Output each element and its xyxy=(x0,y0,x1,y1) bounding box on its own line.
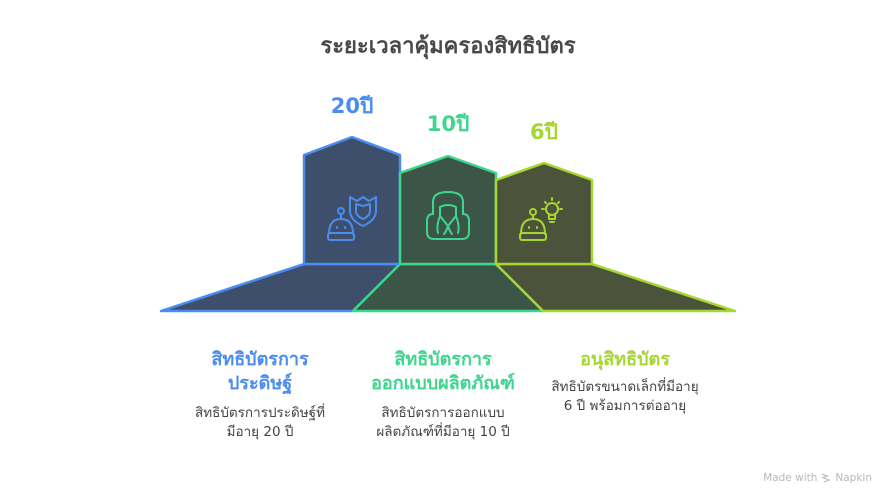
diagram-title: ระยะเวลาคุ้มครองสิทธิบัตร xyxy=(320,34,576,59)
pillar-invention xyxy=(302,135,402,266)
caption-invention: สิทธิบัตรการ ประดิษฐ์ สิทธิบัตรการประดิษ… xyxy=(180,348,340,442)
robot-shield-icon xyxy=(327,196,377,241)
caption-description: สิทธิบัตรการประดิษฐ์ที่ มีอายุ 20 ปี xyxy=(180,404,340,442)
robot-lightbulb-icon xyxy=(519,197,563,241)
caption-design: สิทธิบัตรการ ออกแบบผลิตภัณฑ์ สิทธิบัตรกา… xyxy=(350,348,536,442)
car-seat-icon xyxy=(426,191,470,240)
description-line: สิทธิบัตรขนาดเล็กที่มีอายุ xyxy=(551,379,699,395)
caption-description: สิทธิบัตรขนาดเล็กที่มีอายุ 6 ปี พร้อมการ… xyxy=(530,378,720,416)
caption-heading: สิทธิบัตรการ ประดิษฐ์ xyxy=(180,348,340,396)
heading-line: ประดิษฐ์ xyxy=(227,373,293,394)
years-label-design: 10ปี xyxy=(426,112,470,136)
made-with-text: Made with xyxy=(763,472,818,484)
pillar-petty xyxy=(494,161,594,266)
caption-heading: อนุสิทธิบัตร xyxy=(530,348,720,372)
description-line: สิทธิบัตรการประดิษฐ์ที่ xyxy=(194,405,326,421)
heading-line: สิทธิบัตรการ xyxy=(211,349,309,370)
years-label-petty: 6ปี xyxy=(530,120,558,144)
heading-line: ออกแบบผลิตภัณฑ์ xyxy=(371,373,515,394)
heading-line: อนุสิทธิบัตร xyxy=(580,349,670,370)
caption-heading: สิทธิบัตรการ ออกแบบผลิตภัณฑ์ xyxy=(350,348,536,396)
caption-petty: อนุสิทธิบัตร สิทธิบัตรขนาดเล็กที่มีอายุ … xyxy=(530,348,720,416)
pillar-design xyxy=(398,154,498,266)
napkin-brand-text: Napkin xyxy=(835,472,872,484)
description-line: ผลิตภัณฑ์ที่มีอายุ 10 ปี xyxy=(376,424,510,440)
description-line: 6 ปี พร้อมการต่ออายุ xyxy=(563,398,687,414)
description-line: สิทธิบัตรการออกแบบ xyxy=(381,405,505,421)
caption-description: สิทธิบัตรการออกแบบ ผลิตภัณฑ์ที่มีอายุ 10… xyxy=(350,404,536,442)
years-label-invention: 20ปี xyxy=(330,94,374,118)
heading-line: สิทธิบัตรการ xyxy=(394,349,492,370)
description-line: มีอายุ 20 ปี xyxy=(226,424,294,440)
napkin-logo-icon xyxy=(822,473,832,483)
napkin-watermark: Made with Napkin xyxy=(763,472,872,484)
